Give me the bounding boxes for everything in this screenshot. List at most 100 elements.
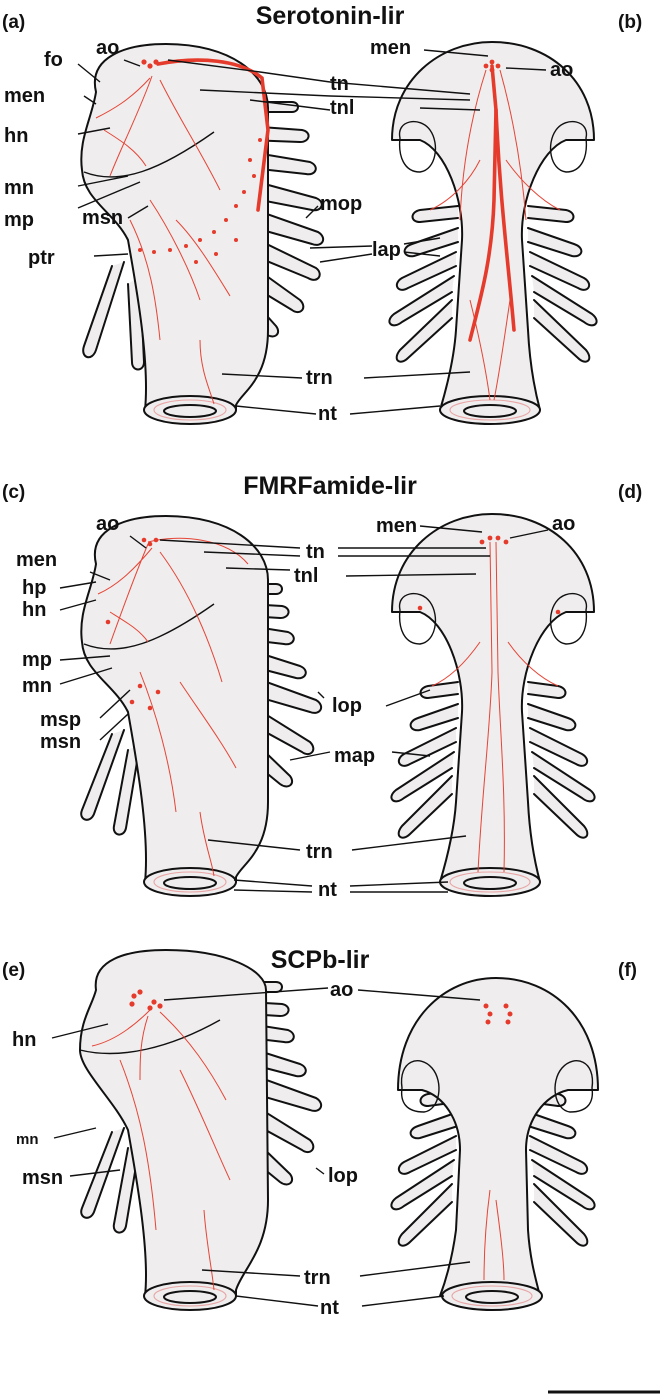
- row-title-scpb: SCPb-lir: [271, 946, 370, 974]
- text-labels: (a) (b) (c) (d) (e) (f) Serotonin-lir FM…: [2, 2, 642, 1319]
- label-lop: lop: [332, 695, 362, 717]
- body-outline: [397, 977, 599, 1297]
- tube-lumen: [463, 404, 517, 418]
- front-appendage-left: [395, 299, 453, 363]
- row-title-fmrfamide: FMRFamide-lir: [243, 472, 417, 500]
- label-fo: fo: [44, 49, 63, 71]
- label-nt: nt: [320, 1297, 339, 1319]
- front-appendage-right: [531, 1159, 596, 1211]
- front-appendage-left: [388, 275, 455, 327]
- label-mp: mp: [4, 209, 34, 231]
- tentacle-nerve: [468, 64, 498, 342]
- label-ao: ao: [96, 513, 119, 535]
- label-hn: hn: [12, 1029, 36, 1051]
- side-appendage: [112, 743, 141, 836]
- panel-label-a: (a): [2, 12, 25, 33]
- label-tnl: tnl: [330, 97, 354, 119]
- label-lap: lap: [372, 239, 401, 261]
- appendage-group-b: [388, 205, 598, 363]
- label-trn: trn: [306, 841, 333, 863]
- label-ao: ao: [552, 513, 575, 535]
- label-ao: ao: [96, 37, 119, 59]
- label-tn: tn: [330, 73, 349, 95]
- tentacle-nerve: [494, 108, 516, 332]
- label-hn: hn: [4, 125, 28, 147]
- label-msn: msn: [82, 207, 123, 229]
- nerve-fiber: [483, 1189, 505, 1281]
- panel-f: [390, 977, 599, 1311]
- front-appendage-right: [527, 227, 583, 258]
- front-appendage-left: [411, 205, 459, 223]
- label-trn: trn: [306, 367, 333, 389]
- dot-cluster: [138, 59, 262, 264]
- front-appendage-right: [527, 681, 567, 699]
- label-mop: mop: [320, 193, 362, 215]
- body-outline: [79, 949, 269, 1297]
- tube-ring: [153, 399, 227, 421]
- front-appendage-right: [533, 299, 591, 363]
- dot-cluster: [129, 989, 163, 1011]
- tube-ring: [153, 871, 227, 893]
- dot-cluster: [483, 59, 501, 73]
- panel-d: [390, 513, 596, 897]
- panel-b: [388, 41, 598, 425]
- label-ao: ao: [550, 59, 573, 81]
- body-outline: [80, 515, 269, 883]
- front-appendage-right: [531, 751, 596, 803]
- label-tn: tn: [306, 541, 325, 563]
- label-ao: ao: [330, 979, 353, 1001]
- tube-lumen: [465, 1290, 519, 1304]
- label-ptr: ptr: [28, 247, 55, 269]
- side-appendage: [82, 261, 125, 359]
- nerve-fiber: [91, 1009, 231, 1291]
- front-appendage-left: [397, 1135, 457, 1175]
- front-appendage-right: [533, 775, 589, 839]
- dot-cluster: [417, 535, 561, 615]
- panel-label-b: (b): [618, 12, 642, 33]
- front-appendage-right: [527, 1111, 577, 1140]
- front-appendage-left: [397, 775, 453, 839]
- lobe-right: [549, 120, 588, 173]
- label-trn: trn: [304, 1267, 331, 1289]
- front-appendage-right: [529, 251, 591, 291]
- label-hn: hn: [22, 599, 46, 621]
- lobe-left: [398, 592, 437, 645]
- tube-lumen: [163, 1290, 217, 1304]
- nerve-fiber: [95, 75, 231, 405]
- front-appendage-left: [390, 1159, 455, 1211]
- body-outline: [391, 513, 595, 883]
- tube-lumen: [463, 876, 517, 890]
- label-nt: nt: [318, 403, 337, 425]
- label-mp: mp: [22, 649, 52, 671]
- panel-e: [79, 949, 323, 1311]
- tube-ring: [153, 1285, 227, 1307]
- lobe-right: [554, 1060, 594, 1113]
- label-men: men: [376, 515, 417, 537]
- side-appendage: [80, 729, 125, 821]
- front-appendage-left: [390, 751, 455, 803]
- lobe-right: [549, 592, 588, 645]
- panel-label-e: (e): [2, 960, 25, 981]
- leader-lines: [51, 49, 549, 1307]
- side-appendage: [80, 1127, 125, 1219]
- lobe-left: [398, 120, 437, 173]
- label-mn: mn: [4, 177, 34, 199]
- panel-label-c: (c): [2, 482, 25, 503]
- panel-label-f: (f): [618, 960, 637, 981]
- front-appendage-right: [533, 1183, 589, 1247]
- nerve-fiber: [97, 537, 249, 877]
- dot-cluster: [483, 1003, 513, 1025]
- appendage-group-d: [390, 681, 596, 839]
- front-appendage-left: [397, 727, 457, 767]
- label-msp: msp: [40, 709, 81, 731]
- nerve-fiber: [431, 541, 559, 873]
- tube-lumen: [163, 404, 217, 418]
- label-tnl: tnl: [294, 565, 318, 587]
- tube-ring: [449, 871, 531, 893]
- nerve-fiber: [429, 69, 561, 401]
- label-mn: mn: [22, 675, 52, 697]
- front-appendage-right: [529, 1135, 589, 1175]
- lobe-left: [400, 1060, 440, 1113]
- front-appendage-left: [409, 1111, 459, 1140]
